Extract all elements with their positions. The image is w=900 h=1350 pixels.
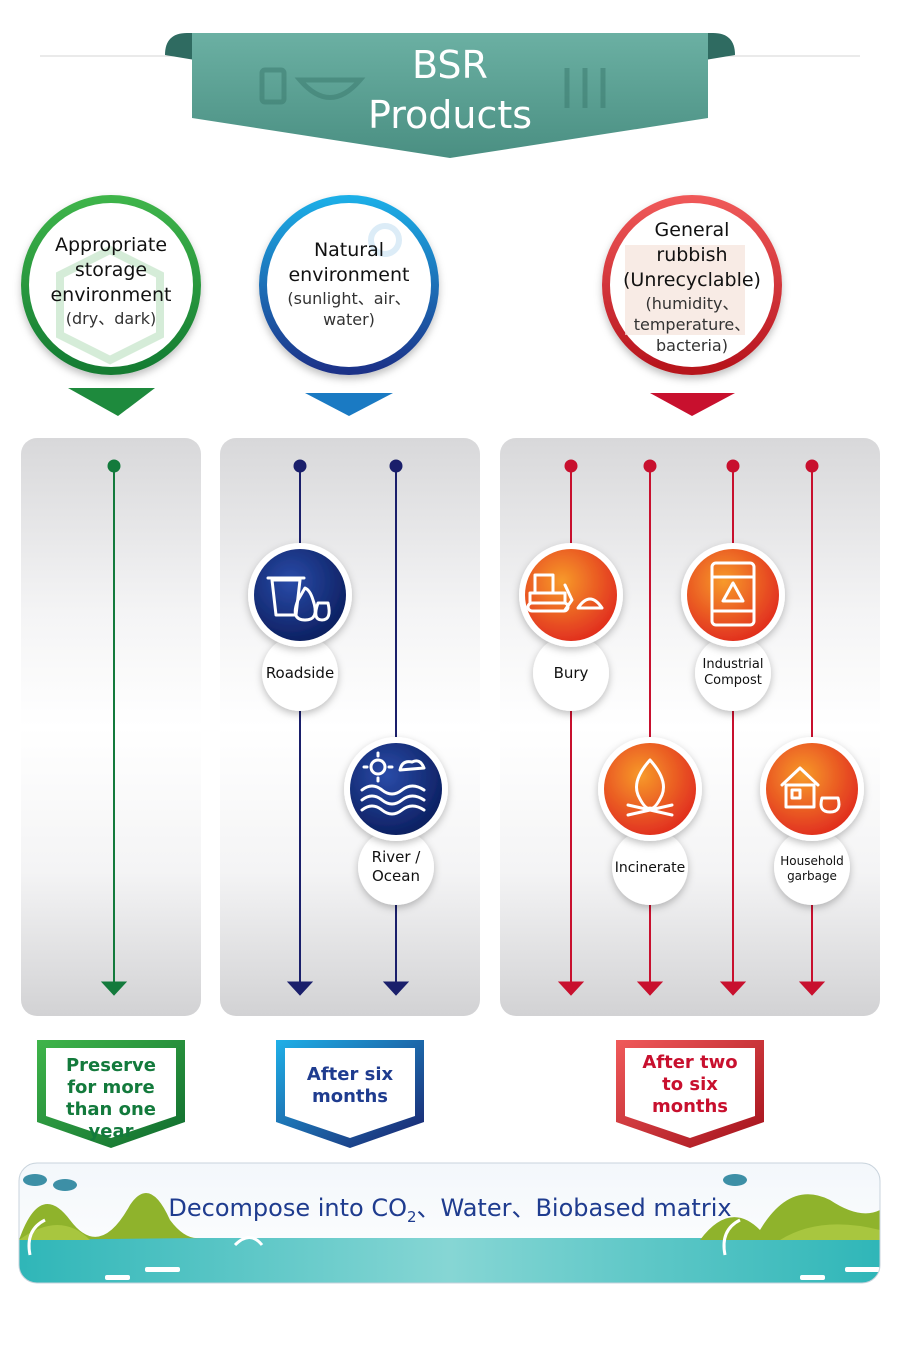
bulldozer-icon <box>526 573 604 613</box>
red-pointer <box>650 393 735 416</box>
natural-subtitle: (sunlight、air、water) <box>287 289 411 329</box>
result-two-to-six: After two to six months <box>642 1052 738 1117</box>
banner-title-line1: BSR <box>412 43 488 87</box>
node-incinerate: Incinerate <box>614 859 686 876</box>
storage-title: Appropriate storage environment <box>50 234 172 306</box>
natural-title: Natural environment <box>288 239 410 286</box>
flow-lines <box>100 459 864 996</box>
node-bury: Bury <box>553 663 589 682</box>
house-icon <box>780 766 841 814</box>
result-shields <box>37 1040 764 1148</box>
caption-subscript: 2 <box>406 1207 417 1226</box>
result-six-months: After six months <box>306 1064 394 1107</box>
green-pointer <box>68 388 155 416</box>
result-preserve: Preserve for more than one year <box>65 1055 157 1142</box>
cycle-icon <box>27 1218 741 1256</box>
caption-suffix: 、Water、Biobased matrix <box>416 1194 732 1222</box>
sun-icon <box>368 223 402 257</box>
decompose-caption: Decompose into CO2、Water、Biobased matrix <box>0 1188 900 1226</box>
cup-icon <box>259 67 287 105</box>
bowl-icon <box>294 77 366 100</box>
blue-pointer <box>305 393 393 416</box>
node-roadside: Roadside <box>265 663 335 682</box>
natural-panel <box>220 438 480 1016</box>
rubbish-label: General rubbish (Unrecyclable) (humidity… <box>617 218 767 356</box>
natural-label: Natural environment (sunlight、air、water) <box>274 238 424 330</box>
caption-prefix: Decompose into CO <box>168 1194 407 1222</box>
storage-subtitle: (dry、dark) <box>65 309 157 328</box>
landscape-strip <box>18 1162 881 1284</box>
fire-icon <box>626 758 674 817</box>
storage-label: Appropriate storage environment (dry、dar… <box>36 233 186 329</box>
banner-ribbon <box>40 33 860 158</box>
node-river-ocean: River / Ocean <box>371 848 421 885</box>
box-icon <box>56 245 164 365</box>
node-industrial-compost: Industrial Compost <box>702 657 764 688</box>
banner-title-line2: Products <box>367 93 533 137</box>
category-circles <box>21 195 782 416</box>
rubbish-panel <box>500 438 880 1016</box>
node-household-garbage: Household garbage <box>780 854 844 883</box>
trash-bag-icon <box>266 576 331 622</box>
storage-panel <box>21 438 201 1016</box>
barrel-icon <box>710 561 756 627</box>
rubbish-subtitle: (humidity、temperature、bacteria) <box>633 294 751 355</box>
wave-icon <box>360 751 426 816</box>
rubbish-title: General rubbish (Unrecyclable) <box>623 219 761 291</box>
